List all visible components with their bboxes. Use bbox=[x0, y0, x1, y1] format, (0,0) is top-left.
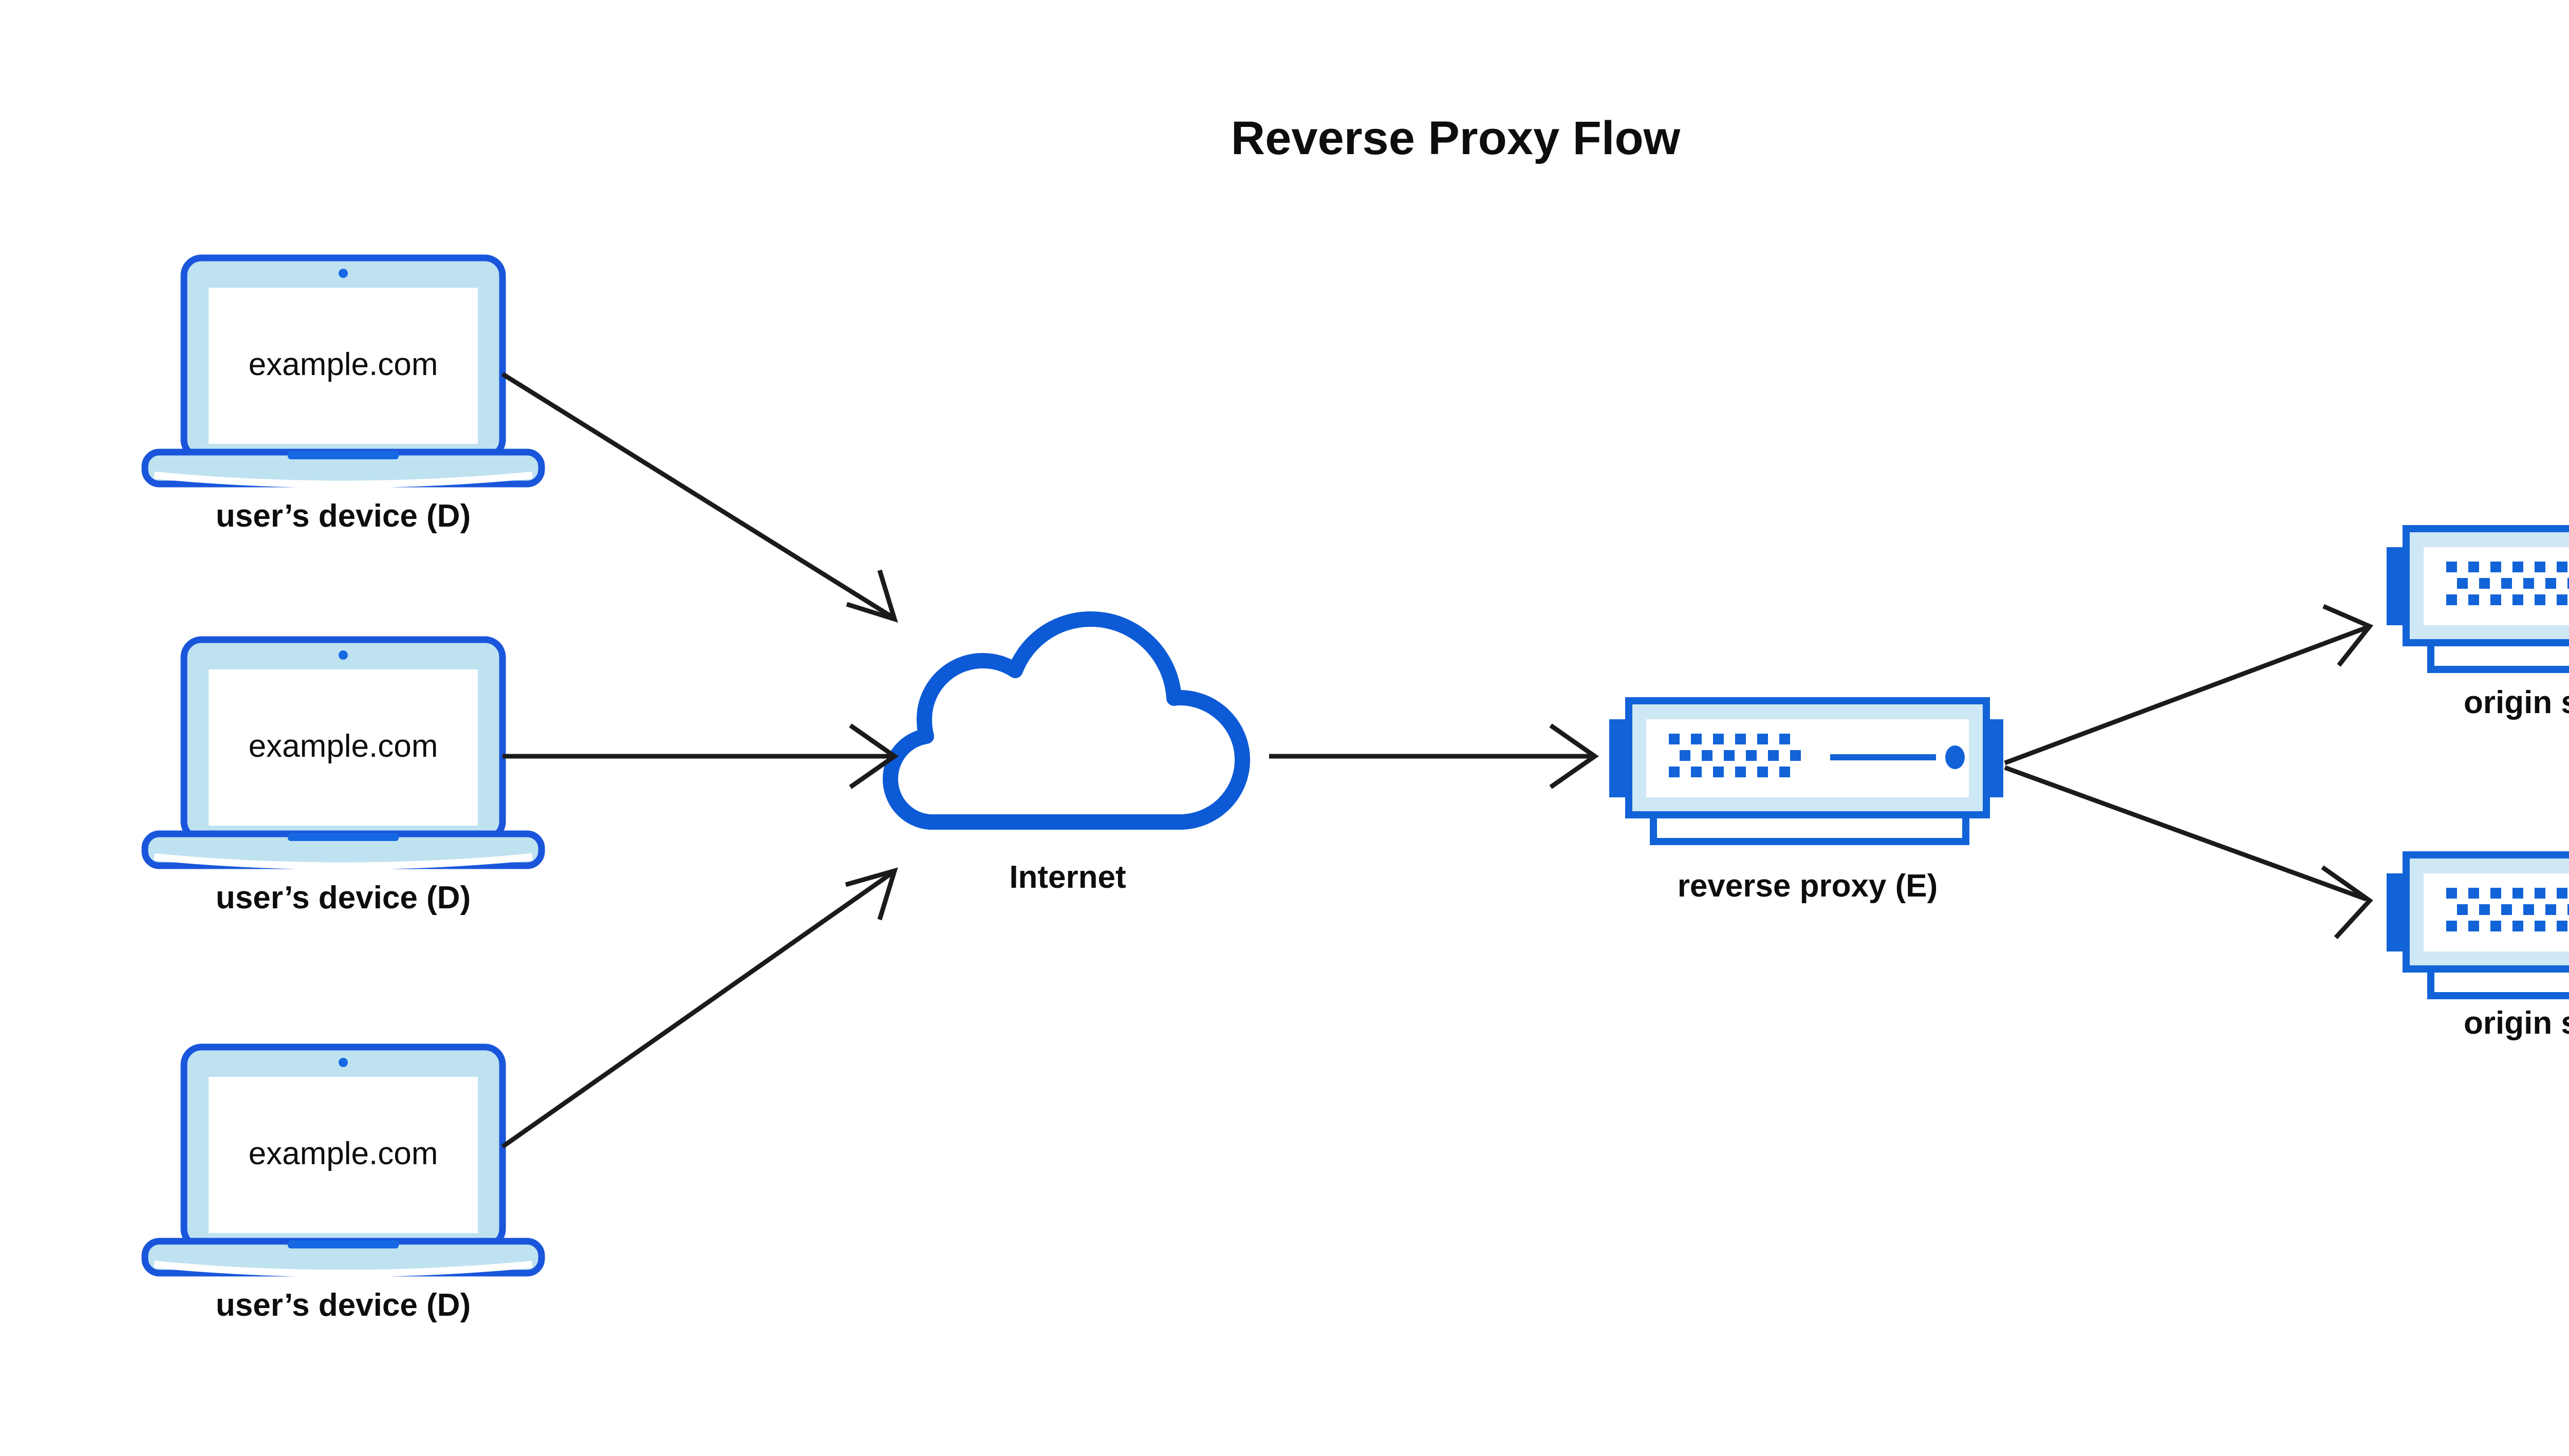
server-led-icon bbox=[1945, 745, 1965, 769]
camera-dot-icon bbox=[339, 1058, 348, 1067]
laptop-screen-text: example.com bbox=[249, 1136, 438, 1171]
laptop-notch bbox=[288, 833, 399, 841]
device-bottom-label: user’s device (D) bbox=[216, 1287, 471, 1323]
arrow-device-middle-to-internet bbox=[502, 723, 899, 789]
server-panel bbox=[2424, 873, 2569, 951]
device-middle-label: user’s device (D) bbox=[216, 880, 471, 916]
origin-top-label: origin server (F) bbox=[2464, 685, 2569, 720]
laptop-base-highlight bbox=[154, 472, 533, 488]
arrow-internet-to-reverse-proxy bbox=[1269, 723, 1599, 789]
server-panel bbox=[2424, 547, 2569, 625]
laptop-screen-text: example.com bbox=[249, 729, 438, 764]
server-icon bbox=[2387, 525, 2569, 673]
device-top-label: user’s device (D) bbox=[216, 498, 471, 534]
laptop-icon bbox=[141, 254, 545, 488]
cloud-shape bbox=[883, 611, 1250, 830]
laptop-screen bbox=[209, 288, 478, 444]
camera-dot-icon bbox=[339, 269, 348, 278]
server-vent-grid bbox=[1669, 734, 1801, 777]
laptop-notch bbox=[288, 1240, 399, 1248]
server-icon bbox=[1609, 697, 2003, 845]
laptop-base-highlight bbox=[154, 1261, 533, 1277]
laptop-notch bbox=[288, 451, 399, 459]
server-vent-grid bbox=[2446, 888, 2569, 931]
cloud-icon bbox=[883, 611, 1250, 830]
arrow-device-bottom-to-internet bbox=[501, 867, 898, 1149]
laptop-screen bbox=[209, 669, 478, 826]
server-vent-grid bbox=[2446, 562, 2569, 605]
page-title: Reverse Proxy Flow bbox=[1231, 112, 1681, 164]
arrow-device-top-to-internet bbox=[501, 372, 898, 623]
arrow-reverse-proxy-to-origin-bottom bbox=[2004, 765, 2373, 940]
laptop-screen bbox=[209, 1077, 478, 1233]
server-icon bbox=[2387, 851, 2569, 999]
reverse-proxy-label: reverse proxy (E) bbox=[1678, 868, 1938, 904]
arrow-reverse-proxy-to-origin-top bbox=[2004, 604, 2374, 766]
laptop-icon bbox=[141, 636, 545, 870]
laptop-screen-text: example.com bbox=[249, 347, 438, 382]
origin-bottom-label: origin server (F) bbox=[2464, 1005, 2569, 1041]
internet-label: Internet bbox=[1009, 860, 1126, 895]
laptop-base-highlight bbox=[154, 853, 533, 870]
laptop-icon bbox=[141, 1043, 545, 1277]
camera-dot-icon bbox=[339, 650, 348, 660]
